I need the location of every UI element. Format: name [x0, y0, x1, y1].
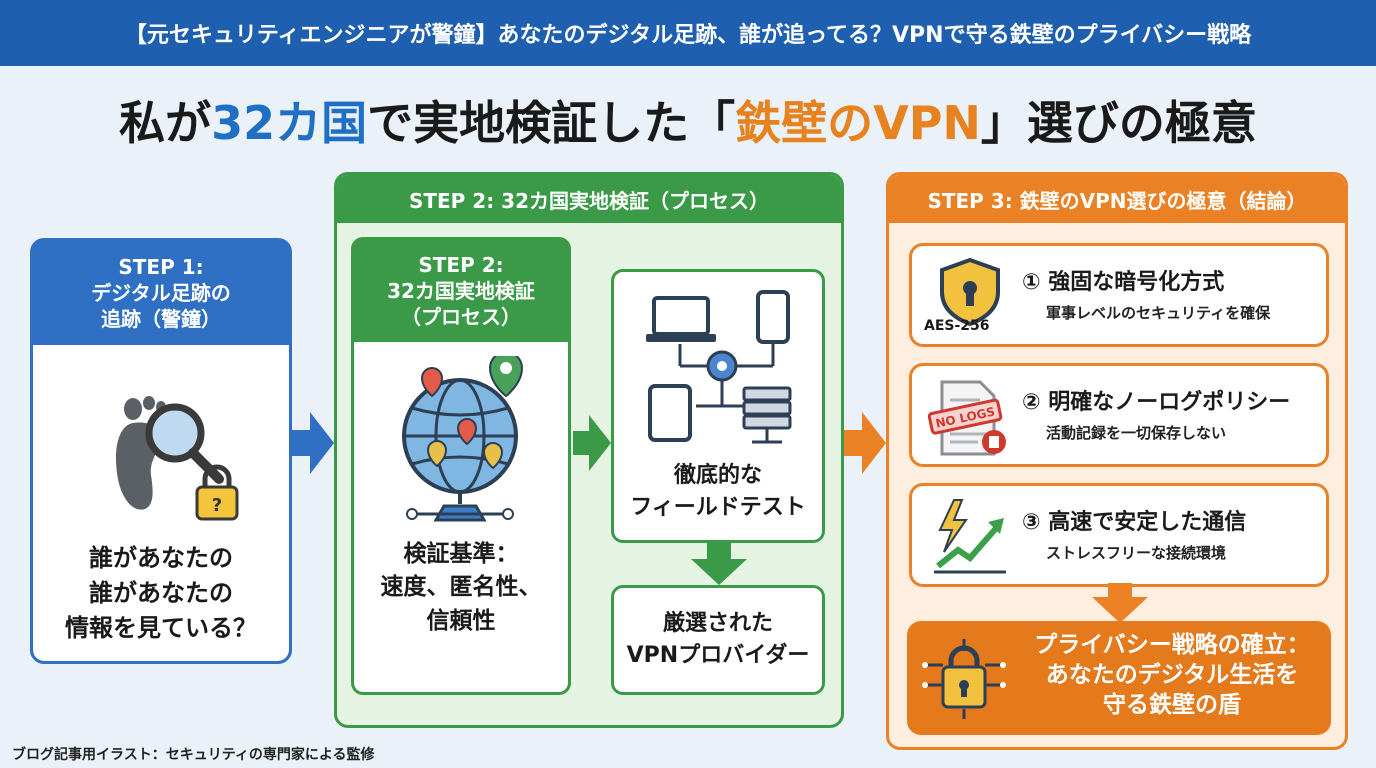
- circuit-lock-icon: [922, 639, 1006, 719]
- footer-caption: ブログ記事用イラスト：セキュリティの専門家による監修: [12, 747, 375, 763]
- provider-line1: 厳選された: [662, 611, 773, 637]
- feature-subtitle: 活動記録を一切保存しない: [1046, 424, 1227, 442]
- no-logs-document-icon: NO LOGS: [928, 380, 1006, 456]
- title-part-3: で実地検証した「: [367, 96, 736, 150]
- criteria-line1: 検証基準：: [403, 541, 519, 567]
- step2-inner-card: STEP 2: 32カ国実地検証 （プロセス）: [351, 237, 571, 695]
- conclusion-line2: あなたのデジタル生活を: [1045, 661, 1299, 688]
- arrow-right-icon: [573, 415, 611, 471]
- criteria-line3: 信頼性: [426, 607, 496, 634]
- feature-title: ① 強固な暗号化方式: [1022, 270, 1225, 295]
- svg-text:?: ?: [212, 495, 222, 516]
- feature-title: ② 明確なノーログポリシー: [1022, 390, 1291, 415]
- feature-speed: ③ 高速で安定した通信 ストレスフリーな接続環境: [909, 483, 1329, 587]
- arrow-right-icon: [292, 412, 334, 474]
- field-test-line2: フィールドテスト: [630, 494, 806, 520]
- footprint-magnifier-icon: ?: [115, 396, 239, 521]
- criteria-text: 検証基準： 速度、匿名性、 信頼性: [354, 538, 568, 638]
- shield-lock-icon: [940, 257, 1000, 327]
- conclusion-line1: プライバシー戦略の確立：: [1034, 632, 1310, 658]
- step2-card: STEP 2: 32カ国実地検証（プロセス） STEP 2: 32カ国実地検証 …: [334, 172, 844, 728]
- step1-text-line1: 誰があなたの: [89, 544, 233, 572]
- step1-heading-line3: 追跡（警鐘）: [101, 307, 221, 331]
- step3-card: STEP 3: 鉄壁のVPN選びの極意（結論） AES-256 ① 強固な暗号化…: [886, 172, 1348, 750]
- step3-heading: STEP 3: 鉄壁のVPN選びの極意（結論）: [889, 175, 1345, 223]
- conclusion-card: プライバシー戦略の確立： あなたのデジタル生活を 守る鉄壁の盾: [907, 621, 1331, 735]
- step1-heading: STEP 1: デジタル足跡の 追跡（警鐘）: [33, 241, 289, 345]
- globe-pins-icon: [402, 356, 524, 522]
- step2-inner-body: 検証基準： 速度、匿名性、 信頼性: [354, 342, 568, 692]
- banner-text: 【元セキュリティエンジニアが警鐘】あなたのデジタル足跡、誰が追ってる？VPNで守…: [124, 23, 1252, 48]
- feature-title: ③ 高速で安定した通信: [1022, 510, 1247, 535]
- step2-inner-heading-line3: （プロセス）: [401, 305, 521, 329]
- title-part-5: 」選びの極意: [980, 96, 1257, 150]
- step1-card: STEP 1: デジタル足跡の 追跡（警鐘） ? 誰があなたの 誰があなたの 情…: [30, 238, 292, 664]
- step2-heading: STEP 2: 32カ国実地検証（プロセス）: [337, 175, 841, 223]
- step2-inner-heading-line1: STEP 2:: [418, 253, 504, 277]
- step1-heading-line1: STEP 1:: [118, 255, 204, 279]
- lightning-growth-icon: [934, 499, 1006, 574]
- step2-inner-heading-line2: 32カ国実地検証: [387, 279, 535, 303]
- conclusion-line3: 守る鉄壁の盾: [1103, 691, 1241, 718]
- field-test-line1: 徹底的な: [673, 463, 762, 488]
- provider-line2: VPNプロバイダー: [626, 643, 810, 668]
- arrow-down-icon: [1092, 583, 1148, 623]
- aes-label: AES-256: [924, 318, 990, 334]
- step1-body: ? 誰があなたの 誰があなたの 情報を見ている？: [33, 345, 289, 661]
- step1-text-line2: 誰があなたの: [89, 578, 233, 607]
- field-test-text: 徹底的な フィールドテスト: [614, 460, 822, 524]
- step1-text-line3: 情報を見ている？: [65, 613, 257, 642]
- step1-text: 誰があなたの 誰があなたの 情報を見ている？: [33, 541, 289, 645]
- feature-no-log: NO LOGS ② 明確なノーログポリシー 活動記録を一切保存しない: [909, 363, 1329, 467]
- devices-network-icon: [646, 290, 792, 444]
- arrow-right-icon: [844, 412, 886, 474]
- title-part-2: 32カ国: [211, 96, 368, 150]
- title-part-4: 鉄壁のVPN: [735, 96, 981, 150]
- field-test-card: 徹底的な フィールドテスト: [611, 269, 825, 543]
- step1-heading-line2: デジタル足跡の: [91, 281, 231, 305]
- criteria-line2: 速度、匿名性、: [380, 574, 542, 601]
- arrow-down-icon: [691, 543, 747, 585]
- feature-subtitle: ストレスフリーな接続環境: [1046, 544, 1227, 562]
- feature-encryption: AES-256 ① 強固な暗号化方式 軍事レベルのセキュリティを確保: [909, 243, 1329, 347]
- title-part-1: 私が: [119, 96, 212, 150]
- vpn-provider-card: 厳選された VPNプロバイダー: [611, 585, 825, 695]
- step2-inner-heading: STEP 2: 32カ国実地検証 （プロセス）: [354, 240, 568, 342]
- feature-subtitle: 軍事レベルのセキュリティを確保: [1046, 304, 1271, 322]
- conclusion-text: プライバシー戦略の確立： あなたのデジタル生活を 守る鉄壁の盾: [1019, 631, 1325, 721]
- top-banner: 【元セキュリティエンジニアが警鐘】あなたのデジタル足跡、誰が追ってる？VPNで守…: [0, 0, 1376, 66]
